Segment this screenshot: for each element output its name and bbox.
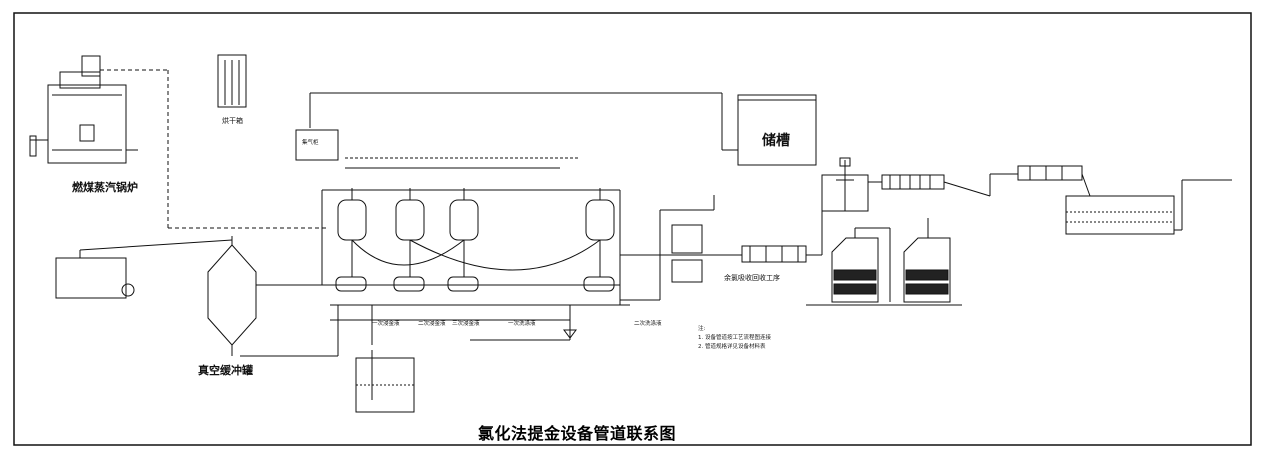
small-tank (295, 129, 339, 161)
absorber-tower-2 (903, 218, 951, 303)
vacuum-buffer-label: 真空缓冲罐 (198, 364, 253, 377)
boiler-label: 燃煤蒸汽锅炉 (72, 181, 138, 194)
reactor-row (321, 157, 630, 321)
solution-tank (355, 305, 415, 413)
recovery-box-1 (671, 224, 703, 254)
drawing-title: 氯化法提金设备管道联系图 (478, 424, 677, 443)
reservoir-symbol (309, 92, 817, 166)
line-label-3: 三次浸金液 (452, 321, 480, 327)
drawing-frame (13, 12, 1252, 446)
tank-series (1017, 165, 1091, 197)
line-label-5: 二次洗涤液 (634, 321, 662, 327)
reservoir-label: 储槽 (762, 133, 790, 149)
settler-row (620, 175, 823, 263)
big-pool (1065, 179, 1232, 235)
notes-block: 注: 1. 设备管道按工艺流程图连接 2. 管道规格详见设备材料表 (698, 325, 771, 352)
recovery-label: 余氯吸收回收工序 (724, 274, 780, 282)
recovery-box-2 (671, 259, 703, 283)
small-tank-label: 集气柜 (302, 140, 319, 146)
vacuum-pump-symbol (55, 239, 233, 299)
vacuum-buffer-tank (207, 236, 339, 357)
absorber-tower-1 (831, 227, 891, 303)
line-label-1: 一次浸金液 (372, 321, 400, 327)
boiler-symbol (29, 55, 328, 229)
line-label-4: 一次洗涤液 (508, 321, 536, 327)
dryer-label: 烘干箱 (222, 117, 243, 125)
note-item-1: 1. 设备管道按工艺流程图连接 (698, 335, 771, 341)
notes-heading: 注: (698, 326, 706, 332)
line-label-2: 二次浸金液 (418, 321, 446, 327)
thickener (821, 157, 869, 212)
filter-press (868, 174, 945, 190)
dryer-symbol (217, 54, 247, 108)
note-item-2: 2. 管道规格详见设备材料表 (698, 344, 766, 350)
